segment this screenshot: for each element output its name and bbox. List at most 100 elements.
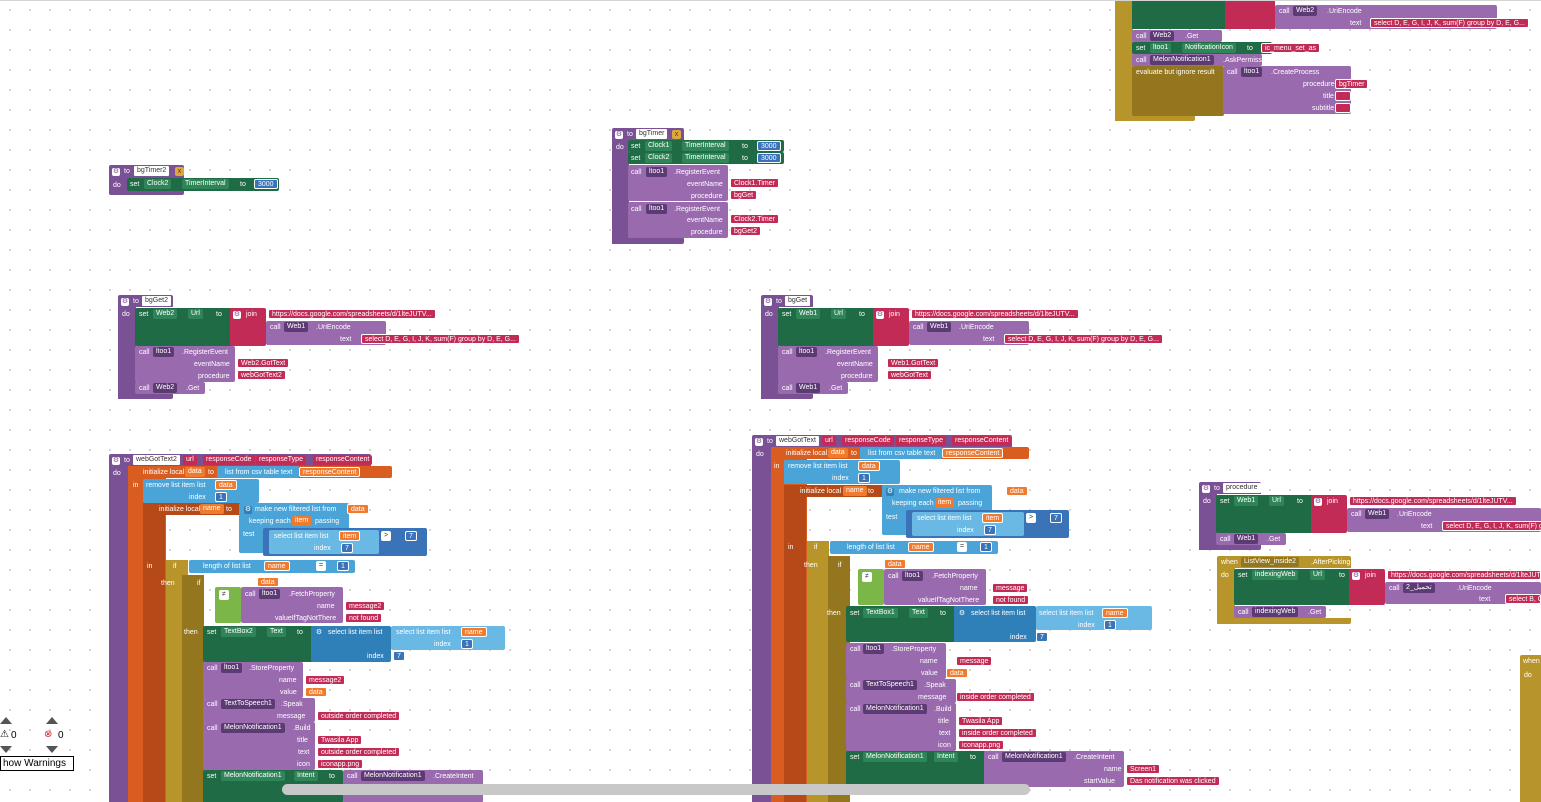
component-dropdown[interactable]: ltoo1 [902, 571, 924, 581]
procedure-name-field[interactable]: bgGet2 [142, 296, 171, 306]
empty-text-block[interactable] [1335, 103, 1351, 113]
component-dropdown[interactable]: TextBox1 [863, 608, 898, 618]
parameter-responseContent[interactable]: responseContent [952, 436, 1012, 446]
number-block[interactable]: 7 [405, 531, 417, 541]
item-var[interactable]: item [935, 498, 955, 508]
get-var-block[interactable]: responseContent [942, 448, 1004, 458]
component-dropdown[interactable]: Web1 [1234, 534, 1259, 544]
property-dropdown[interactable]: NotificationIcon [1182, 43, 1236, 53]
operator-dropdown[interactable]: ≠ [219, 590, 229, 600]
gear-icon[interactable]: ⚙ [315, 629, 323, 637]
text-block[interactable]: https://docs.google.com/spreadsheets/d/1… [911, 309, 1079, 319]
parameter-responseCode[interactable]: responseCode [842, 436, 894, 446]
text-block[interactable]: message2 [305, 675, 346, 685]
text-block[interactable]: bgGet2 [730, 226, 761, 236]
gear-icon[interactable]: ⚙ [1352, 572, 1360, 580]
component-dropdown[interactable]: Web2 [1293, 6, 1318, 16]
text-block[interactable]: outside order completed [317, 711, 401, 721]
operator-dropdown[interactable]: ≠ [862, 572, 872, 582]
text-block[interactable]: inside order completed [956, 692, 1035, 702]
text-block[interactable]: Screen1 [1126, 764, 1161, 774]
text-block[interactable]: Clock1.Timer [730, 178, 779, 188]
text-block[interactable]: inside order completed [958, 728, 1037, 738]
component-dropdown[interactable]: Web1 [796, 383, 821, 393]
text-block[interactable]: ic_menu_set_as [1261, 43, 1320, 53]
parameter-responseType[interactable]: responseType [896, 436, 946, 446]
component-dropdown[interactable]: Web1 [284, 322, 309, 332]
property-dropdown[interactable]: TimerInterval [682, 153, 729, 163]
item-var[interactable]: item [292, 516, 312, 526]
text-block[interactable]: https://docs.google.com/spreadsheets/d/1… [1349, 496, 1517, 506]
number-block[interactable]: 7 [1050, 513, 1062, 523]
component-dropdown[interactable]: indexingWeb [1252, 607, 1299, 617]
number-block[interactable]: 3000 [757, 153, 781, 163]
text-block[interactable]: webGotText [887, 370, 932, 380]
component-dropdown[interactable]: تحميل_2 [1403, 583, 1435, 593]
text-block[interactable]: select D, E, G, I, J, K, sum(F) group by… [1370, 18, 1529, 28]
warning-prev-arrow[interactable] [0, 717, 12, 724]
component-dropdown[interactable]: ListView_inside2 [1241, 557, 1300, 567]
number-block[interactable]: 1 [1104, 620, 1116, 630]
text-block[interactable]: https://docs.google.com/spreadsheets/d/1… [268, 309, 436, 319]
component-dropdown[interactable]: Clock1 [645, 141, 673, 151]
property-dropdown[interactable]: Url [188, 309, 203, 319]
error-prev-arrow[interactable] [46, 717, 58, 724]
parameter-responseContent[interactable]: responseContent [313, 455, 373, 465]
number-block[interactable]: 1 [980, 542, 992, 552]
property-dropdown[interactable]: Intent [934, 752, 958, 762]
error-next-arrow[interactable] [46, 746, 58, 753]
text-block[interactable]: Twasila App [317, 735, 363, 745]
text-block[interactable]: not found [992, 595, 1030, 605]
get-var-block[interactable]: name [264, 561, 290, 571]
text-block[interactable]: message [992, 583, 1029, 593]
procedure-name-field[interactable]: webGotText2 [133, 455, 180, 465]
property-dropdown[interactable]: Url [1269, 496, 1284, 506]
procedure-name-field[interactable]: webGotText [776, 436, 819, 446]
gear-icon[interactable]: ⚙ [112, 457, 120, 465]
procedure-name-field[interactable]: bgTimer2 [134, 166, 170, 176]
text-block[interactable]: select D, E, G, I, J, K, sum(F) group by… [361, 334, 520, 344]
component-dropdown[interactable]: ltoo1 [259, 589, 281, 599]
parameter-responseType[interactable]: responseType [256, 455, 306, 465]
get-var-block[interactable]: data [946, 668, 968, 678]
component-dropdown[interactable]: ltoo1 [863, 644, 885, 654]
text-block[interactable]: Twasila App [958, 716, 1004, 726]
get-var-block[interactable]: data [884, 559, 906, 569]
text-block[interactable]: Web2.GotText [237, 358, 290, 368]
text-block[interactable]: iconapp.png [958, 740, 1005, 750]
component-dropdown[interactable]: TextBox2 [221, 627, 256, 637]
procedure-name-field[interactable]: bgGet [785, 296, 811, 306]
empty-text-block[interactable] [1335, 91, 1351, 101]
parameter-url[interactable]: url [822, 436, 836, 446]
get-var-block[interactable]: name [1102, 608, 1128, 618]
component-dropdown[interactable]: Web2 [153, 309, 178, 319]
gear-icon[interactable]: ⚙ [1202, 485, 1210, 493]
property-dropdown[interactable]: Text [267, 627, 286, 637]
component-dropdown[interactable]: Web1 [1234, 496, 1259, 506]
local-var-name[interactable]: data [828, 448, 848, 458]
operator-dropdown[interactable]: > [381, 531, 392, 541]
local-var-name[interactable]: name [843, 486, 867, 496]
get-var-block[interactable]: item [339, 531, 361, 541]
property-dropdown[interactable]: TimerInterval [182, 179, 229, 189]
local-var-name[interactable]: data [185, 467, 205, 477]
property-dropdown[interactable]: Url [1310, 570, 1325, 580]
property-dropdown[interactable]: TimerInterval [682, 141, 729, 151]
component-dropdown[interactable]: ltoo1 [221, 663, 243, 673]
component-dropdown[interactable]: ltoo1 [1150, 43, 1172, 53]
get-var-block[interactable]: data [1006, 486, 1028, 496]
number-block[interactable]: 3000 [254, 179, 278, 189]
component-dropdown[interactable]: MelonNotification1 [863, 752, 927, 762]
procedure-name-field[interactable]: procedure [1223, 483, 1261, 493]
text-block[interactable]: not found [345, 613, 383, 623]
get-var-block[interactable]: name [908, 542, 934, 552]
local-var-name[interactable]: name [200, 504, 224, 514]
number-block[interactable]: 1 [858, 473, 870, 483]
component-dropdown[interactable]: Web1 [1365, 509, 1390, 519]
component-dropdown[interactable]: ltoo1 [1241, 67, 1263, 77]
text-block[interactable]: Das notification was clicked [1126, 776, 1220, 786]
number-block[interactable]: 7 [1036, 632, 1048, 642]
gear-icon[interactable]: ⚙ [755, 438, 763, 446]
text-block[interactable]: message [956, 656, 993, 666]
component-dropdown[interactable]: ltoo1 [646, 204, 668, 214]
